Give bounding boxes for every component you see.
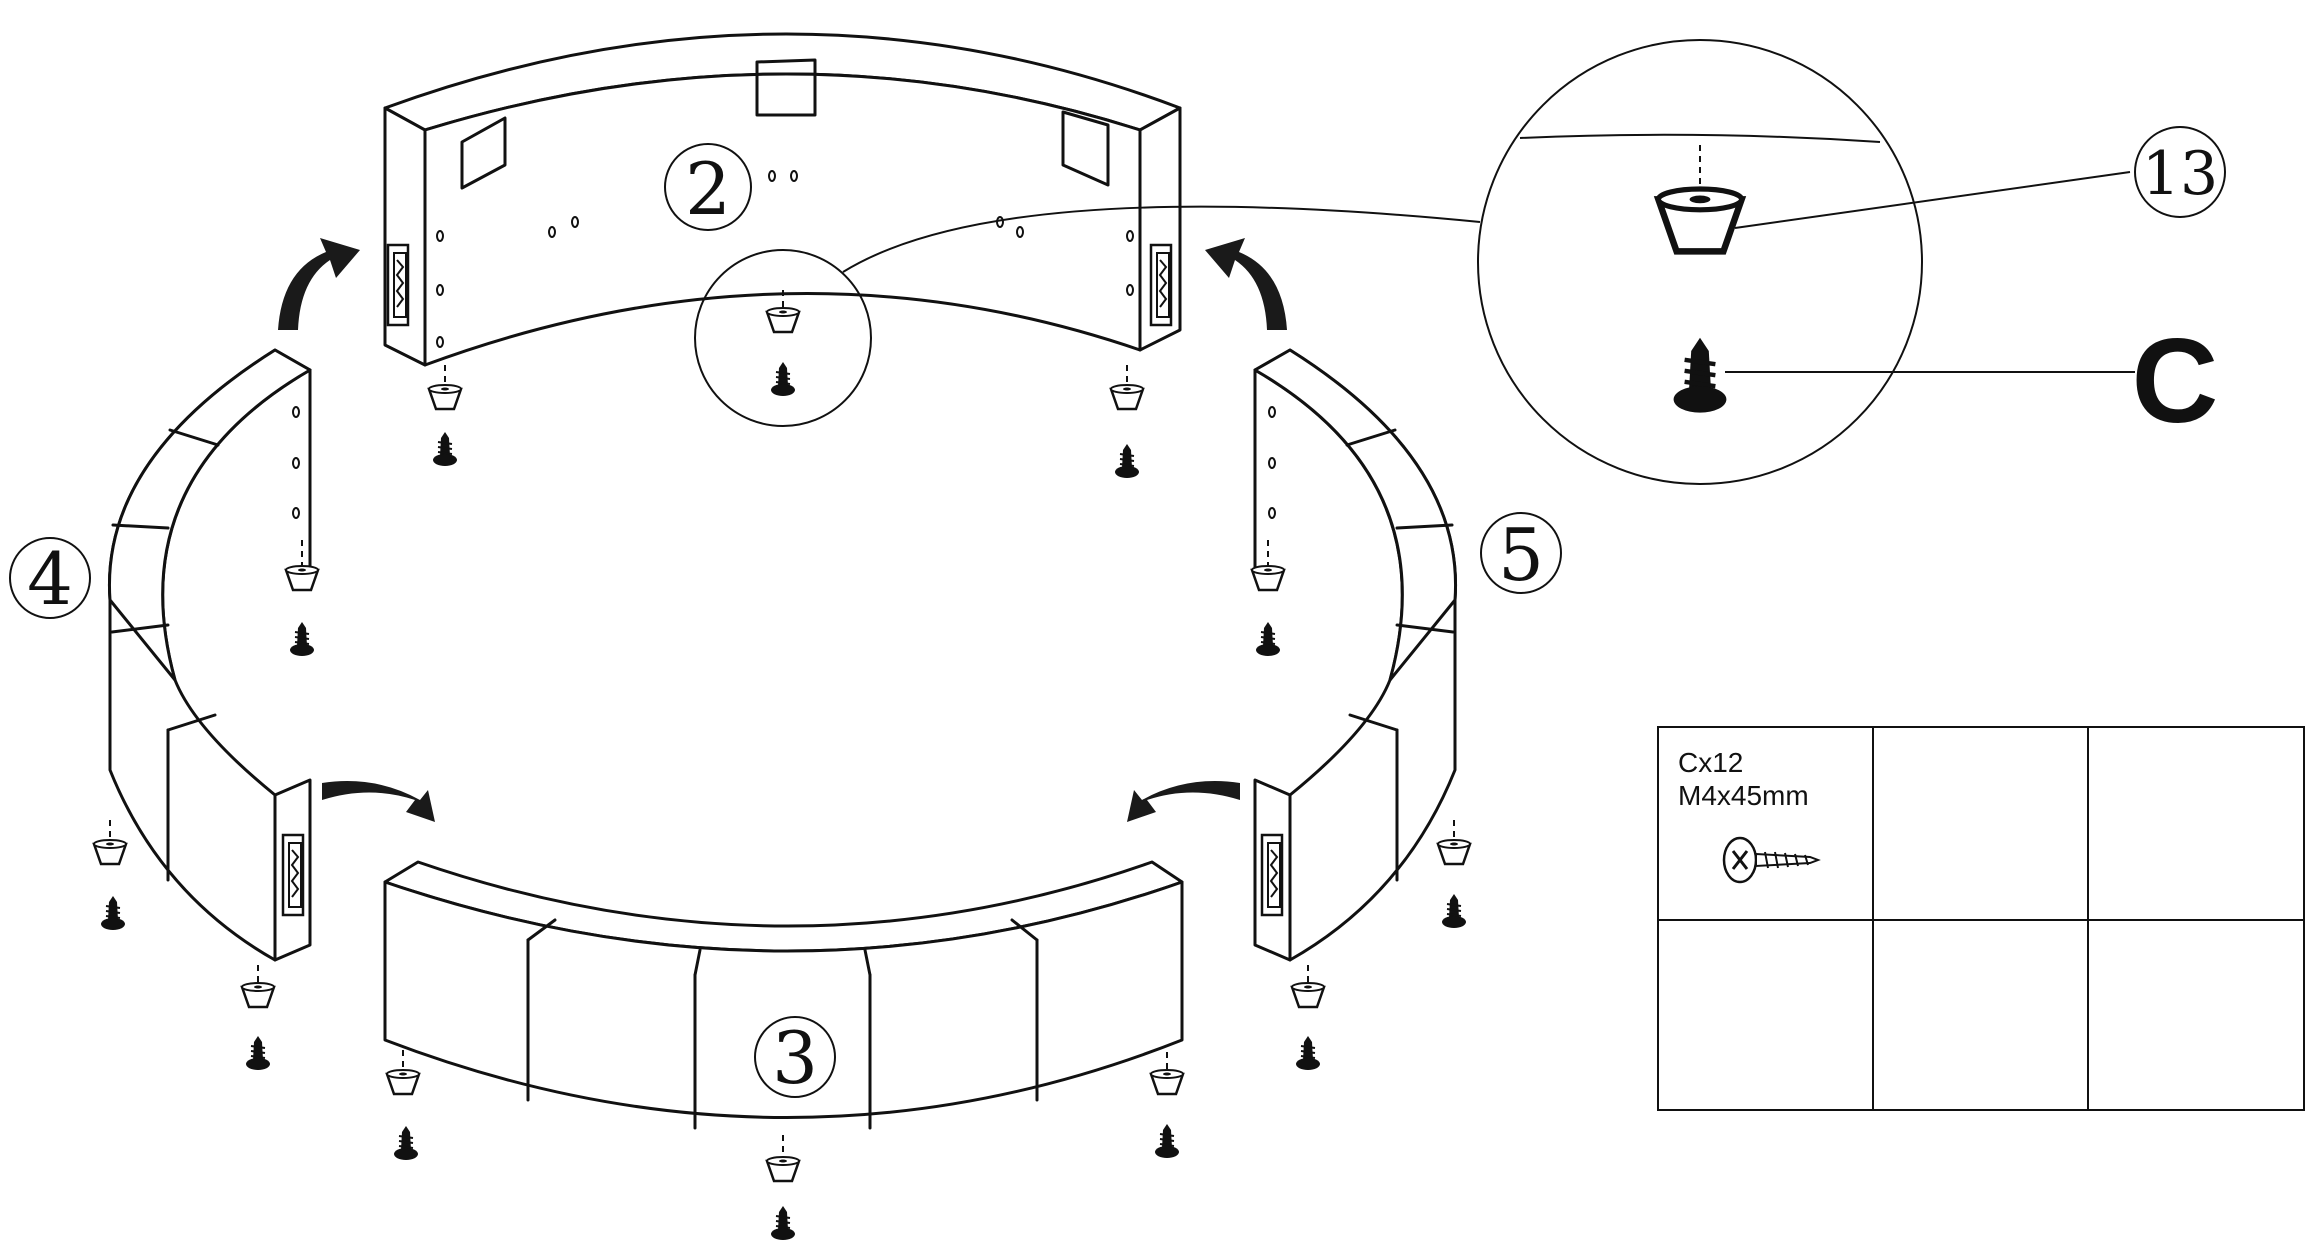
part-4-label: 4	[27, 537, 73, 621]
detail-magnified-circle	[1477, 39, 2135, 485]
part-13-circle	[2134, 126, 2226, 218]
hardware-table	[1657, 726, 2305, 1111]
part-13-label: 13	[2142, 139, 2218, 209]
panel-2	[383, 32, 1182, 367]
hardware-spec: M4x45mm	[1678, 780, 1809, 811]
panel-5	[1253, 348, 1458, 962]
part-5-label: 5	[1498, 513, 1544, 597]
part-3-circle	[754, 1016, 836, 1098]
feet-and-screws	[92, 365, 1472, 1241]
arrow-right-to-2	[1205, 238, 1287, 330]
hardware-quantity: Cx12	[1678, 747, 1743, 778]
part-4-circle	[9, 537, 91, 619]
arrow-left-to-3	[322, 781, 435, 822]
arrow-right-to-3	[1127, 781, 1240, 822]
part-2-circle	[664, 143, 752, 231]
detail-leader-line	[842, 205, 1481, 273]
part-2-label: 2	[685, 147, 731, 231]
panel-4	[107, 348, 312, 962]
part-5-circle	[1480, 512, 1562, 594]
arrow-left-to-2	[278, 238, 360, 330]
part-3-label: 3	[772, 1016, 818, 1100]
panel-3	[383, 860, 1184, 1130]
screw-icon	[1722, 836, 1821, 884]
detail-small-circle	[694, 249, 872, 427]
hardware-c-label: C	[2132, 314, 2219, 448]
